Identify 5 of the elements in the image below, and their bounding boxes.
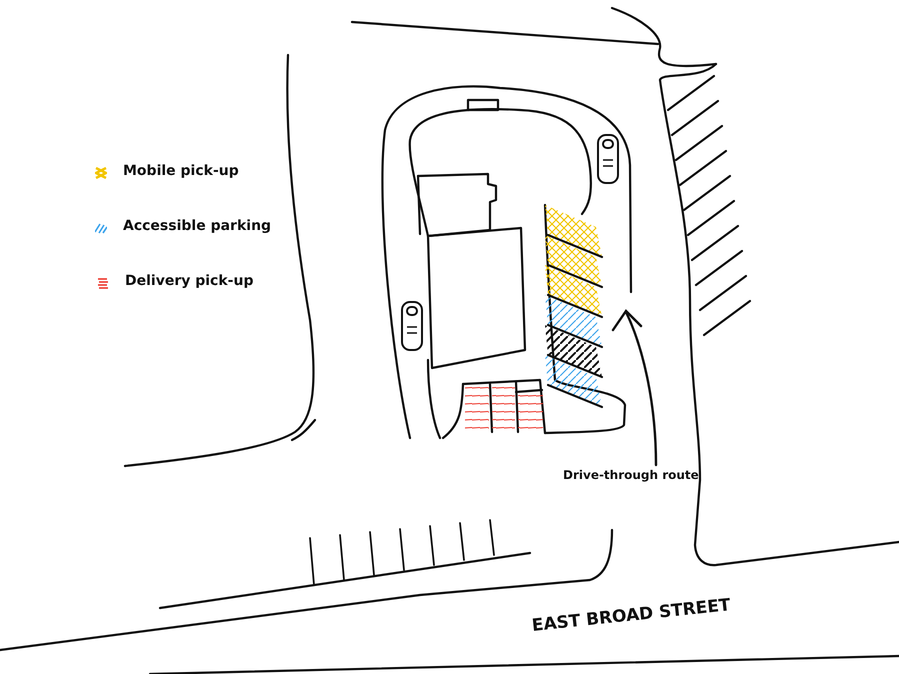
legend-label: Delivery pick-up	[125, 273, 254, 289]
route-label: Drive-through route	[563, 468, 699, 482]
legend-label: Accessible parking	[123, 218, 272, 234]
legend-label: Mobile pick-up	[123, 163, 239, 179]
street-name: EAST BROAD STREET	[530, 595, 732, 636]
